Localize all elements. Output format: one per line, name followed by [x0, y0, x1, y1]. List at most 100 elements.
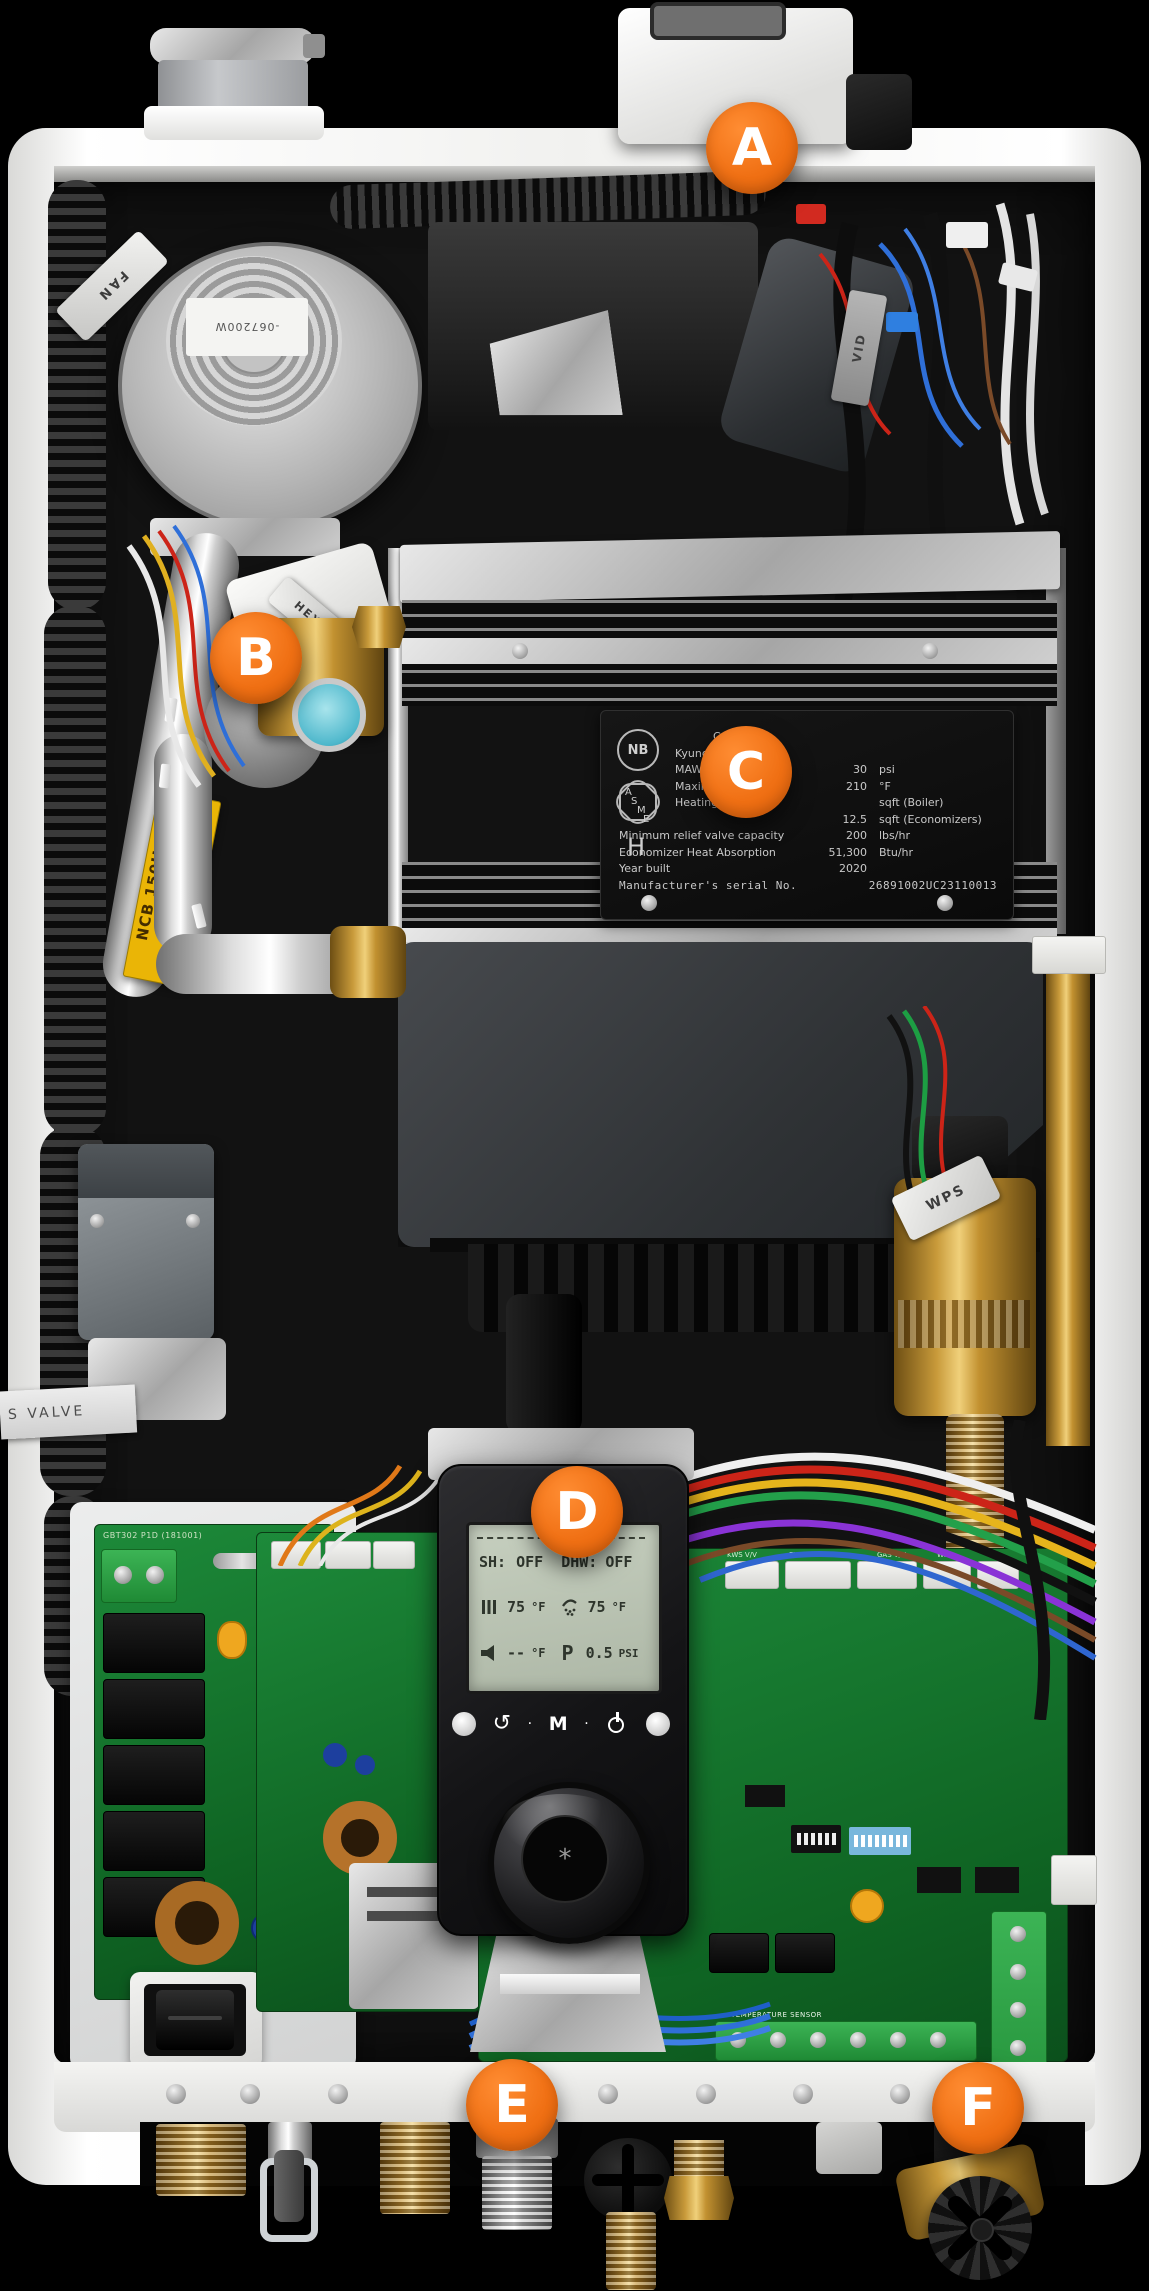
np-unit: lbs/hr — [879, 829, 910, 842]
controller-lower-bracket — [470, 1930, 666, 2052]
np-label: Year built — [619, 862, 671, 875]
pressure-symbol: P — [561, 1641, 574, 1665]
power-button[interactable] — [605, 1712, 629, 1736]
vid-tag-text: VID — [849, 332, 869, 364]
valve-sensor-window — [292, 678, 366, 752]
yellow-capacitor — [850, 1889, 884, 1923]
clamp-screw-block — [303, 34, 325, 58]
hx-lower-strap — [402, 928, 1057, 944]
np-value: 30 — [853, 763, 867, 776]
button-dot: · — [584, 1716, 589, 1732]
asme-h-stamp: H — [627, 833, 646, 861]
brass-elbow — [330, 926, 406, 998]
brass-stub — [674, 2140, 724, 2180]
blue-capacitor — [323, 1743, 347, 1767]
callout-e[interactable]: E — [466, 2059, 558, 2151]
temp-sensor-label: TEMPERATURE SENSOR — [731, 2011, 823, 2019]
callout-f-letter: F — [960, 2078, 996, 2138]
ledge-screw — [890, 2084, 910, 2104]
control-pcb — [256, 1532, 480, 2012]
rocker-groove — [168, 2016, 222, 2020]
space-heat-unit: °F — [531, 1600, 546, 1614]
terminal-screw — [1010, 1926, 1026, 1942]
brass-hex-nut — [352, 606, 406, 648]
cross-handle-valve[interactable] — [584, 2138, 672, 2222]
sh-value: OFF — [516, 1553, 544, 1571]
np-label: Economizer Heat Absorption — [619, 845, 776, 859]
brass-compression-nuts — [664, 2176, 734, 2220]
white-connector — [373, 1541, 415, 1569]
fan-motor-label-text: -067200W — [214, 320, 280, 334]
callout-d[interactable]: D — [531, 1466, 623, 1558]
panel-screw-cap — [452, 1712, 476, 1736]
ic-chip — [917, 1867, 961, 1893]
screw — [186, 1214, 200, 1228]
screw — [922, 643, 938, 659]
hx-strap — [402, 638, 1057, 664]
callout-a[interactable]: A — [706, 102, 798, 194]
drain-cap-knurled[interactable] — [928, 2176, 1032, 2280]
toroid-inductor — [155, 1881, 239, 1965]
callout-c[interactable]: C — [700, 726, 792, 818]
nb-mark-icon: NB — [617, 729, 659, 771]
connector-label: GAS V/V — [877, 1551, 906, 1559]
dip-switch-blue[interactable] — [849, 1827, 911, 1855]
relay — [103, 1811, 205, 1871]
fan-tag-text: FAN — [93, 267, 131, 305]
callout-b[interactable]: B — [210, 612, 302, 704]
heatsink-slot — [367, 1911, 461, 1921]
np-unit: Btu/hr — [879, 845, 914, 859]
np-value: 51,300 — [828, 845, 868, 859]
controller-buttons: ↺ · M · — [452, 1702, 670, 1746]
npt-fitting-threads — [482, 2156, 552, 2230]
control-dial[interactable]: * — [488, 1782, 650, 1944]
faucet-icon — [481, 1645, 494, 1661]
np-value: 200 — [846, 829, 867, 842]
ledge-screw — [598, 2084, 618, 2104]
callout-a-letter: A — [731, 118, 773, 178]
vent-clamp-ring — [150, 28, 325, 64]
connector-label: KWS V/V — [727, 1551, 757, 1559]
callout-f[interactable]: F — [932, 2062, 1024, 2154]
exhaust-flange — [144, 106, 324, 140]
menu-button[interactable]: M — [548, 1712, 568, 1735]
shower-icon — [561, 1599, 577, 1616]
ledge-screw — [166, 2084, 186, 2104]
back-button[interactable]: ↺ — [492, 1711, 512, 1736]
dip-switch-black[interactable] — [791, 1825, 841, 1853]
nb-mark-text: NB — [627, 742, 649, 758]
center-wiring — [277, 1464, 442, 1566]
button-dot: · — [527, 1716, 533, 1732]
svg-text:M: M — [637, 805, 646, 816]
ledge-screw — [328, 2084, 348, 2104]
screw — [90, 1214, 104, 1228]
terminal-screw — [114, 1566, 132, 1584]
temp-sensor-terminal-strip — [715, 2021, 977, 2061]
interior-top-ledge — [54, 166, 1095, 182]
cold-water-inlet-fitting — [380, 2122, 450, 2214]
return-temp: -- — [507, 1644, 526, 1662]
fan-motor-label: -067200W — [186, 298, 308, 356]
ledge-screw — [240, 2084, 260, 2104]
right-riser-pipe — [1046, 956, 1090, 1446]
blue-capacitor — [355, 1755, 375, 1775]
relay — [775, 1933, 835, 1973]
ic-chip — [975, 1867, 1019, 1893]
callout-b-letter: B — [236, 628, 276, 688]
main-wire-harness — [648, 1420, 1098, 1720]
power-rocker-switch[interactable] — [156, 1990, 234, 2050]
dhw-temp: 75 — [587, 1598, 606, 1616]
cabinet-interior: -067200W FAN VID — [0, 166, 1106, 2151]
space-heat-temp: 75 — [507, 1598, 526, 1616]
callout-e-letter: E — [494, 2075, 530, 2135]
white-connector — [1051, 1855, 1097, 1905]
svg-text:E: E — [643, 814, 649, 825]
intake-opening — [650, 2, 786, 40]
pressure-value: 0.5 — [585, 1644, 613, 1662]
terminal-screw — [930, 2032, 946, 2048]
callout-d-letter: D — [555, 1482, 599, 1542]
wps-tag-text: WPS — [923, 1181, 969, 1215]
toroid-inductor — [323, 1801, 397, 1875]
bracket-strip — [500, 1974, 640, 1994]
